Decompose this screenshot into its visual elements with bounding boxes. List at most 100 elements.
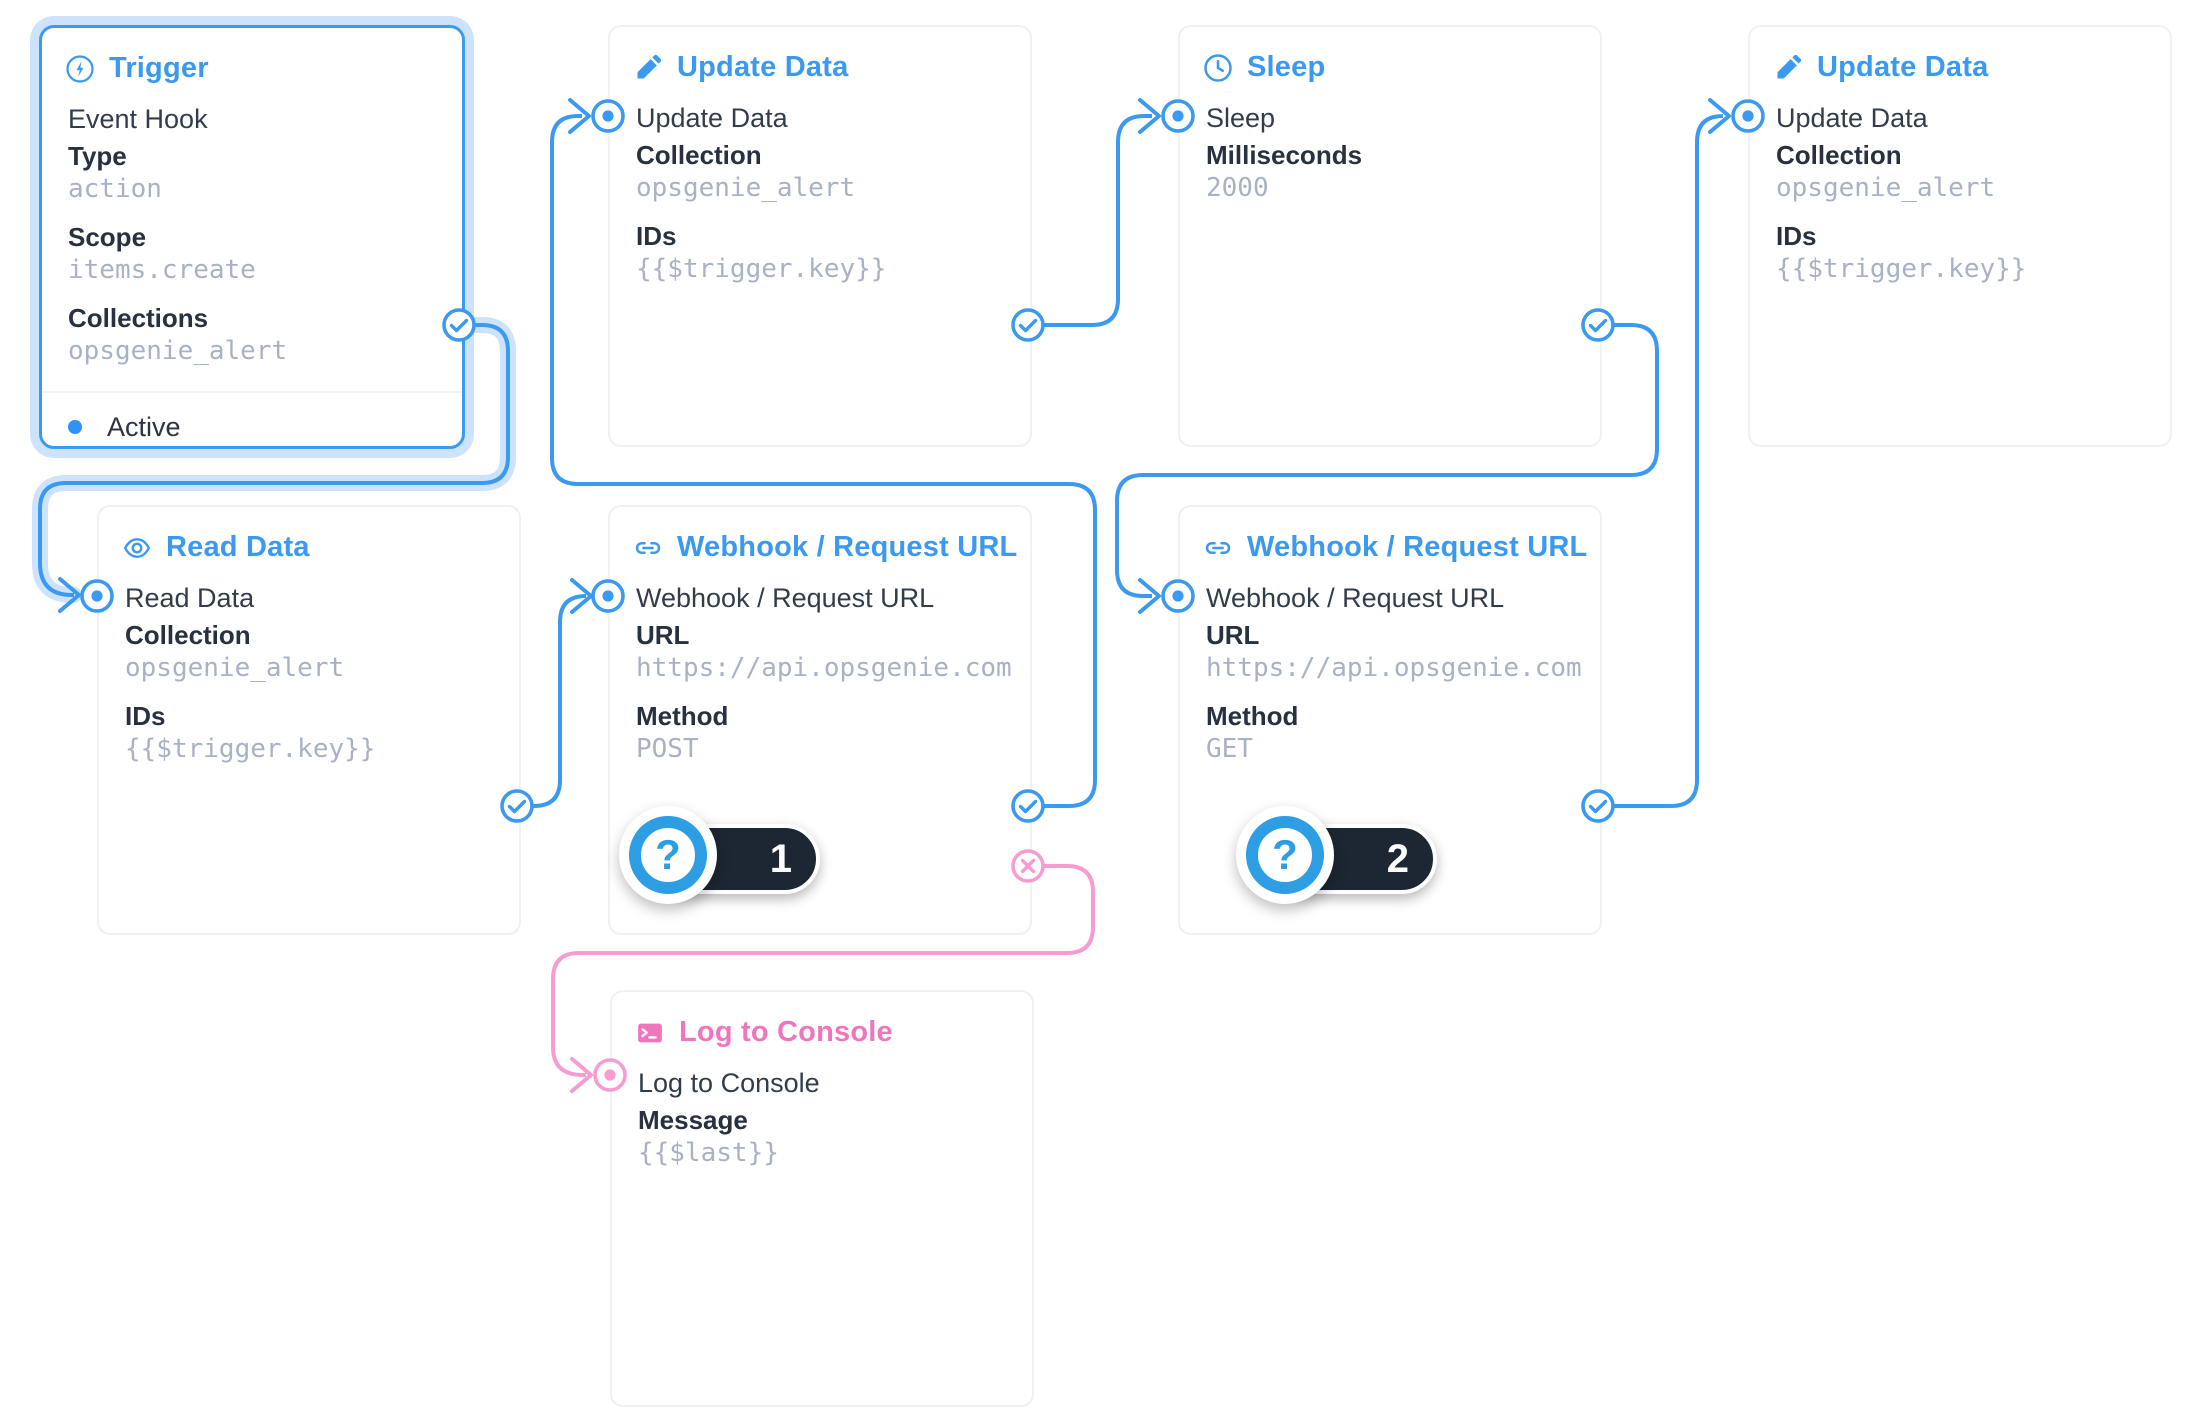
annotation-marker-2[interactable]: 2 ? <box>1235 805 1437 905</box>
field-value: opsgenie_alert <box>125 653 345 683</box>
read-data-name: Read Data <box>125 583 255 613</box>
node-card-webhook-1[interactable]: Webhook / Request URL Webhook / Request … <box>608 505 1032 935</box>
input-port-update-data-1[interactable] <box>586 94 630 138</box>
log-to-console-name: Log to Console <box>638 1068 820 1098</box>
field-label: Collections <box>68 303 209 333</box>
edge-trigger-to-read-arrow <box>58 577 81 613</box>
sleep-fields: Milliseconds 2000 <box>1206 139 1582 204</box>
terminal-icon <box>638 1023 662 1042</box>
resolve-port-webhook-1[interactable] <box>1006 784 1050 828</box>
edge-webhook1-reject-to-log-arrow <box>570 1057 593 1093</box>
node-card-read-data[interactable]: Read Data Read Data Collection opsgenie_… <box>97 505 521 935</box>
resolve-port-trigger[interactable] <box>437 303 481 347</box>
input-port-read-data[interactable] <box>75 574 119 618</box>
webhook-1-title: Webhook / Request URL <box>677 531 1018 563</box>
field-label: IDs <box>636 221 677 251</box>
input-port-webhook-1[interactable] <box>586 574 630 618</box>
webhook-2-title: Webhook / Request URL <box>1247 531 1588 563</box>
field-value: 2000 <box>1206 173 1269 203</box>
update-data-2-name: Update Data <box>1776 103 1928 133</box>
resolve-port-read-data[interactable] <box>495 784 539 828</box>
log-to-console-fields: Message {{$last}} <box>638 1104 1014 1169</box>
field-value: {{$trigger.key}} <box>125 734 376 764</box>
edge-sleep-to-webhook2-arrow <box>1138 578 1161 614</box>
edge-update1-to-sleep <box>1043 114 1152 327</box>
resolve-port-webhook-2[interactable] <box>1576 784 1620 828</box>
field-label: Collection <box>636 140 762 170</box>
webhook-1-header: Webhook / Request URL <box>633 531 1017 564</box>
status-badge: Active <box>107 411 181 442</box>
field-value: opsgenie_alert <box>68 336 288 366</box>
webhook-1-fields: URL https://api.opsgenie.com/v… Method P… <box>636 619 1012 765</box>
webhook-1-name: Webhook / Request URL <box>636 583 935 613</box>
edge-trigger-to-read <box>38 323 510 597</box>
edge-webhook2-to-update2 <box>1613 114 1724 808</box>
field-value: {{$last}} <box>638 1138 779 1168</box>
node-card-sleep[interactable]: Sleep Sleep Milliseconds 2000 <box>1178 25 1602 447</box>
trigger-fields: Type action Scope items.create Collectio… <box>68 140 444 367</box>
link-icon <box>1205 541 1231 554</box>
webhook-2-fields: URL https://api.opsgenie.com/v… Method G… <box>1206 619 1582 765</box>
trigger-card-title: Trigger <box>109 52 209 84</box>
update-data-1-name: Update Data <box>636 103 788 133</box>
resolve-port-update-data-1[interactable] <box>1006 303 1050 347</box>
pencil-icon <box>1777 54 1802 78</box>
field-label: IDs <box>1776 221 1817 251</box>
update-data-2-fields: Collection opsgenie_alert IDs {{$trigger… <box>1776 139 2152 285</box>
sleep-header: Sleep <box>1203 51 1325 84</box>
log-to-console-header: Log to Console <box>635 1016 893 1049</box>
edge-webhook1-to-update1 <box>550 114 1097 808</box>
read-data-header: Read Data <box>122 531 310 564</box>
read-data-fields: Collection opsgenie_alert IDs {{$trigger… <box>125 619 501 765</box>
field-value: items.create <box>68 255 256 285</box>
field-value: GET <box>1206 734 1253 764</box>
update-data-1-title: Update Data <box>677 51 849 83</box>
input-port-sleep[interactable] <box>1156 94 1200 138</box>
field-label: URL <box>1206 620 1260 650</box>
edge-webhook1-reject-to-log <box>551 864 1095 1077</box>
field-label: Milliseconds <box>1206 140 1363 170</box>
eye-icon <box>123 537 151 558</box>
input-port-update-data-2[interactable] <box>1726 94 1770 138</box>
lightning-bolt-icon <box>66 54 94 83</box>
webhook-2-name: Webhook / Request URL <box>1206 583 1505 613</box>
edge-sleep-to-webhook2 <box>1115 323 1659 598</box>
resolve-port-sleep[interactable] <box>1576 303 1620 347</box>
field-value: {{$trigger.key}} <box>1776 254 2027 284</box>
node-card-update-data-1[interactable]: Update Data Update Data Collection opsge… <box>608 25 1032 447</box>
input-port-log-to-console[interactable] <box>588 1053 632 1097</box>
field-label: Method <box>636 701 729 731</box>
reject-port-webhook-1[interactable] <box>1006 844 1050 888</box>
update-data-1-header: Update Data <box>633 51 848 84</box>
webhook-2-header: Webhook / Request URL <box>1203 531 1587 564</box>
node-card-log-to-console[interactable]: Log to Console Log to Console Message {{… <box>610 990 1034 1407</box>
field-label: Collection <box>125 620 251 650</box>
field-label: Message <box>638 1105 748 1135</box>
field-label: Scope <box>68 222 147 252</box>
field-value: action <box>68 174 162 204</box>
clock-icon <box>1204 53 1232 82</box>
node-card-trigger[interactable]: Trigger Event Hook Type action Scope ite… <box>39 25 465 449</box>
trigger-status[interactable]: Active <box>68 409 181 445</box>
marker-2-number: 2 <box>1386 836 1409 881</box>
field-value: https://api.opsgenie.com/v… <box>1206 653 1582 683</box>
edge-update1-to-sleep-arrow <box>1138 98 1161 134</box>
field-label: Method <box>1206 701 1299 731</box>
annotation-marker-1[interactable]: 1 ? <box>618 805 820 905</box>
edge-webhook2-to-update2-arrow <box>1708 98 1731 134</box>
input-port-webhook-2[interactable] <box>1156 574 1200 618</box>
edge-read-to-webhook1-arrow <box>570 578 593 614</box>
sleep-name: Sleep <box>1206 103 1276 133</box>
update-data-1-fields: Collection opsgenie_alert IDs {{$trigger… <box>636 139 1012 285</box>
node-card-update-data-2[interactable]: Update Data Update Data Collection opsge… <box>1748 25 2172 447</box>
pencil-icon <box>637 54 662 78</box>
field-label: Type <box>68 141 127 171</box>
field-label: IDs <box>125 701 166 731</box>
field-value: opsgenie_alert <box>1776 173 1996 203</box>
field-label: Collection <box>1776 140 1902 170</box>
edge-read-to-webhook1 <box>532 594 587 808</box>
trigger-card-header: Trigger <box>65 52 209 85</box>
field-value: https://api.opsgenie.com/v… <box>636 653 1012 683</box>
